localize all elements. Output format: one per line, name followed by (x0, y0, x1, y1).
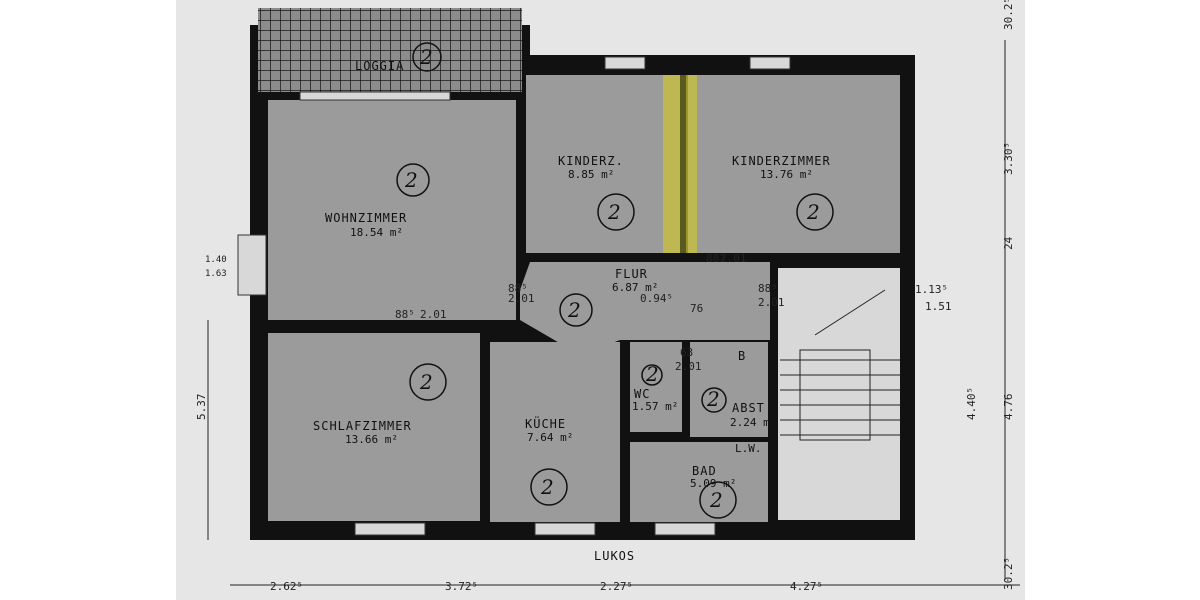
room-area: 5.09 m² (690, 477, 736, 490)
room-flur (520, 262, 770, 355)
svg-text:3.72⁵: 3.72⁵ (445, 580, 478, 593)
mark: 2 (404, 168, 418, 192)
mark: 2 (607, 200, 621, 224)
room-kinderz (526, 75, 686, 253)
room-loggia (258, 8, 522, 92)
partition-wall (680, 75, 686, 253)
bottom-dimensions: 2.62⁵ 3.72⁵ 2.27⁵ 4.27⁵ (270, 580, 823, 593)
svg-text:0.94⁵: 0.94⁵ (640, 292, 673, 305)
room-area: 18.54 m² (350, 226, 403, 239)
room-label: WOHNZIMMER (325, 211, 407, 225)
room-label: SCHLAFZIMMER (313, 419, 412, 433)
svg-text:3.30⁵: 3.30⁵ (1002, 142, 1015, 175)
room-label: BAD (692, 464, 717, 478)
svg-text:2.01: 2.01 (420, 308, 447, 321)
svg-text:88⁵: 88⁵ (395, 308, 415, 321)
mark: 2 (567, 298, 581, 322)
svg-text:2.62⁵: 2.62⁵ (270, 580, 303, 593)
room-label: KÜCHE (525, 415, 566, 431)
svg-text:2.01: 2.01 (758, 296, 785, 309)
mark: 2 (540, 475, 554, 499)
mark: 2 (706, 387, 720, 411)
room-area: 2.24 m² (730, 416, 776, 429)
svg-text:4.76: 4.76 (1002, 394, 1015, 421)
svg-text:88⁵: 88⁵ (706, 252, 726, 265)
svg-text:88⁵: 88⁵ (758, 282, 778, 295)
room-area: 1.57 m² (632, 400, 678, 413)
svg-text:1.51: 1.51 (925, 300, 952, 313)
room-wohnzimmer (268, 100, 516, 320)
room-label: WC (634, 387, 650, 401)
mark: 2 (645, 362, 659, 386)
svg-text:1.13⁵: 1.13⁵ (915, 283, 948, 296)
room-area: 8.85 m² (568, 168, 614, 181)
svg-text:88⁵: 88⁵ (508, 282, 528, 295)
svg-text:4.27⁵: 4.27⁵ (790, 580, 823, 593)
left-dimensions: 5.37 1.40 1.63 (195, 255, 227, 420)
svg-text:30.2⁵: 30.2⁵ (1002, 557, 1015, 590)
room-area: 7.64 m² (527, 431, 573, 444)
svg-text:24: 24 (1002, 236, 1015, 250)
room-kueche (490, 342, 620, 522)
window-dimensions: 1.13⁵ 1.51 (915, 283, 952, 313)
dimension-lines (207, 40, 1020, 586)
svg-text:5.37: 5.37 (195, 394, 208, 421)
mark: 2 (419, 370, 433, 394)
mark: 2 (709, 488, 723, 512)
room-area: 13.76 m² (760, 168, 813, 181)
svg-text:30.2⁵: 30.2⁵ (1002, 0, 1015, 30)
room-schlafzimmer (268, 333, 480, 521)
windows (237, 56, 791, 536)
svg-text:1.40: 1.40 (205, 255, 227, 265)
room-label: KINDERZ. (558, 154, 624, 168)
svg-text:76: 76 (690, 302, 703, 315)
room-area: 13.66 m² (345, 433, 398, 446)
svg-text:1.63: 1.63 (205, 269, 227, 279)
mark: 2 (806, 200, 820, 224)
room-label: FLUR (615, 267, 648, 281)
room-label: LOGGIA (355, 59, 404, 73)
room-label: KINDERZIMMER (732, 154, 831, 168)
room-kinderzimmer (688, 75, 900, 253)
svg-text:2.01: 2.01 (508, 292, 535, 305)
svg-text:2.27⁵: 2.27⁵ (600, 580, 633, 593)
room-label: ABST (732, 401, 765, 415)
mark: 2 (419, 45, 433, 69)
annotation-lukos: LUKOS (594, 549, 635, 563)
svg-text:2.01: 2.01 (720, 252, 747, 265)
annotation-lw: L.W. (735, 442, 762, 455)
stairs (780, 289, 900, 441)
stairwell (778, 268, 900, 520)
right-dimensions: 30.2⁵ 3.30⁵ 24 4.40⁵ 4.76 30.2⁵ (965, 0, 1015, 590)
svg-text:2.01: 2.01 (675, 360, 702, 373)
room-bad (630, 442, 768, 522)
svg-text:4.40⁵: 4.40⁵ (965, 387, 978, 420)
room-abst (690, 342, 768, 437)
room-area: 6.87 m² (612, 281, 658, 294)
annotation-b: B (738, 349, 746, 363)
svg-text:63: 63 (680, 346, 693, 359)
room-wc (630, 342, 682, 432)
circled-marks: 2 2 2 2 2 2 2 2 2 2 (396, 42, 834, 519)
